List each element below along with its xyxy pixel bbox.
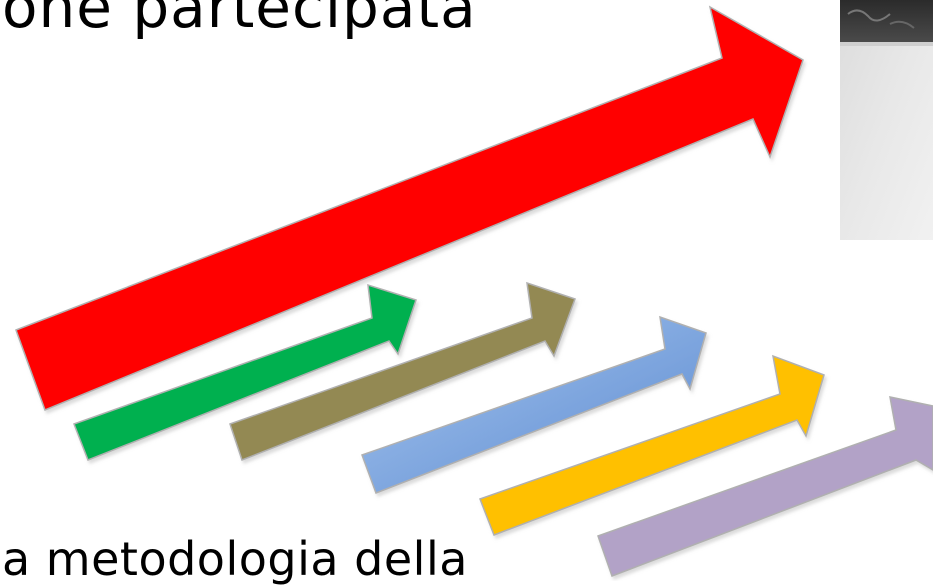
purple-arrow — [597, 396, 933, 577]
slide-bottom-text-fragment: a metodologia della — [2, 532, 468, 586]
slide-title-fragment: one partecipata — [2, 0, 477, 41]
partial-photo — [840, 0, 933, 240]
blue-arrow — [361, 315, 707, 494]
red-arrow — [15, 5, 804, 411]
olive-arrow — [229, 281, 576, 461]
orange-arrow — [479, 354, 825, 536]
green-arrow — [73, 283, 417, 461]
photo-graphic — [840, 0, 933, 240]
